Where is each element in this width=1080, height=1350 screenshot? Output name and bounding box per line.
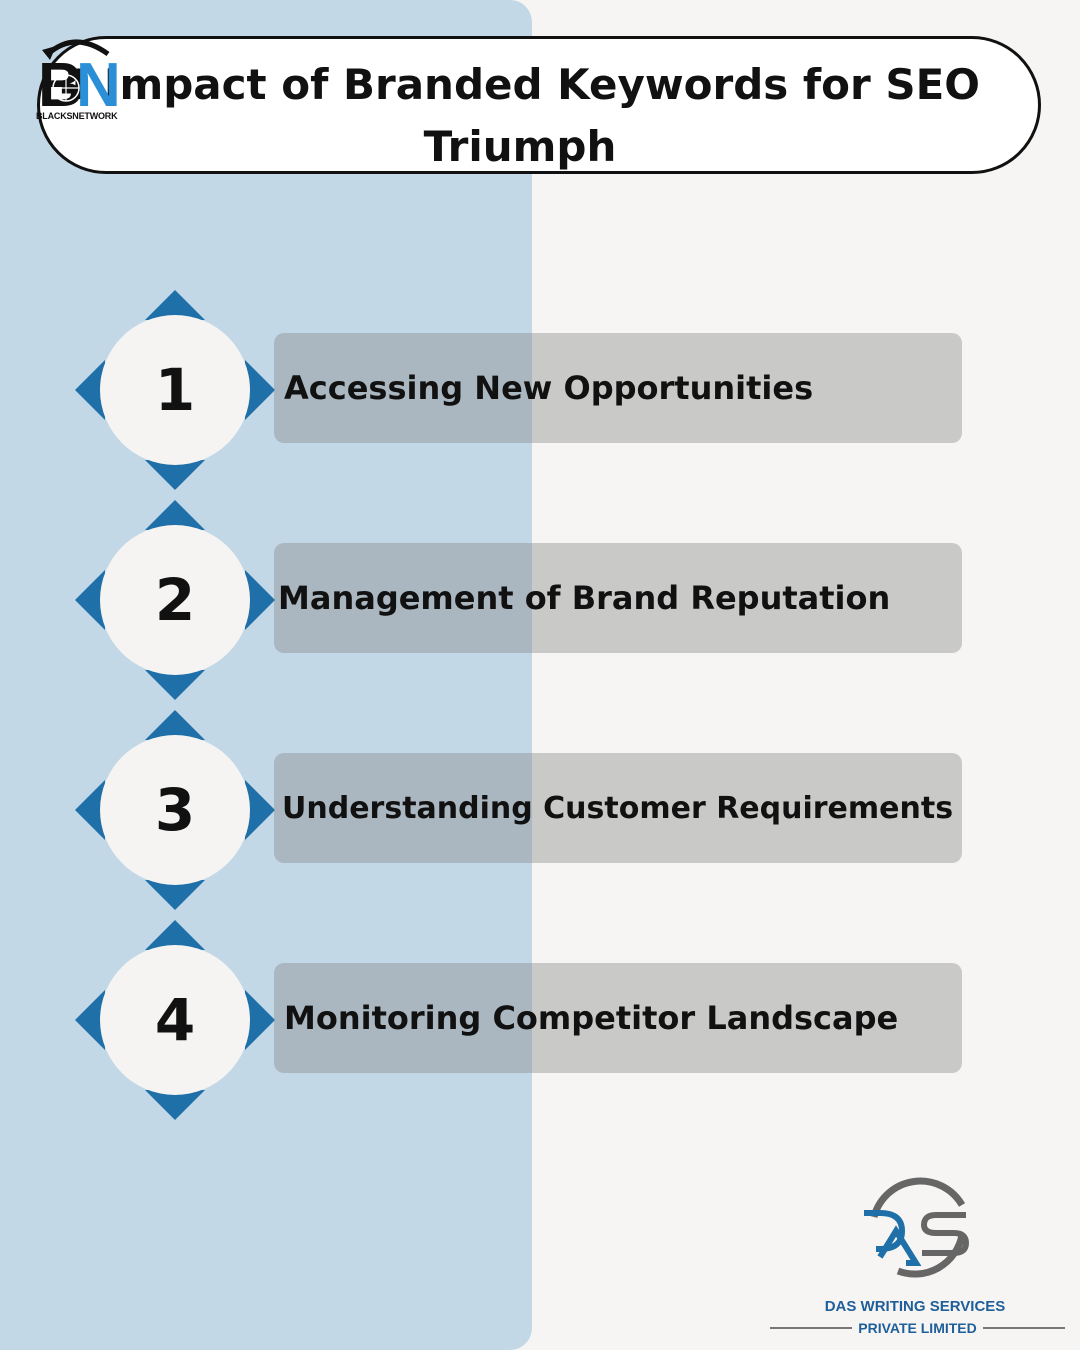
step-label: Monitoring Competitor Landscape bbox=[274, 963, 962, 1073]
das-company-name: DAS WRITING SERVICES bbox=[824, 1298, 1006, 1315]
step-number: 3 bbox=[100, 735, 250, 885]
divider bbox=[982, 1327, 1066, 1329]
das-logo bbox=[864, 1177, 970, 1278]
diamond-arrows-icon bbox=[75, 920, 275, 1120]
step-number: 4 bbox=[100, 945, 250, 1095]
diamond-arrows-icon bbox=[75, 290, 275, 490]
diamond-arrows-icon bbox=[75, 500, 275, 700]
step-label: Accessing New Opportunities bbox=[274, 333, 962, 443]
title-banner bbox=[37, 36, 1041, 174]
step-4: 4 Monitoring Competitor Landscape bbox=[0, 920, 1080, 1120]
page-title: 4 Impact of Branded Keywords for SEO Tri… bbox=[59, 60, 981, 171]
step-3: 3 Understanding Customer Requirements bbox=[0, 710, 1080, 910]
svg-text:B: B bbox=[38, 51, 83, 120]
divider bbox=[770, 1327, 853, 1329]
step-label: Understanding Customer Requirements bbox=[274, 753, 962, 863]
step-1: 1 Accessing New Opportunities bbox=[0, 290, 1080, 490]
svg-text:N: N bbox=[76, 51, 121, 120]
step-number: 2 bbox=[100, 525, 250, 675]
step-label: Management of Brand Reputation bbox=[274, 543, 962, 653]
das-company-suffix-text: PRIVATE LIMITED bbox=[858, 1320, 977, 1336]
blacksnetwork-logo: B N bbox=[38, 39, 121, 120]
blacksnetwork-caption: BLACKSNETWORK bbox=[36, 111, 118, 121]
step-number: 1 bbox=[100, 315, 250, 465]
left-panel bbox=[0, 0, 532, 1350]
diamond-arrows-icon bbox=[75, 710, 275, 910]
step-2: 2 Management of Brand Reputation bbox=[0, 500, 1080, 700]
das-company-suffix: PRIVATE LIMITED bbox=[770, 1318, 1066, 1338]
